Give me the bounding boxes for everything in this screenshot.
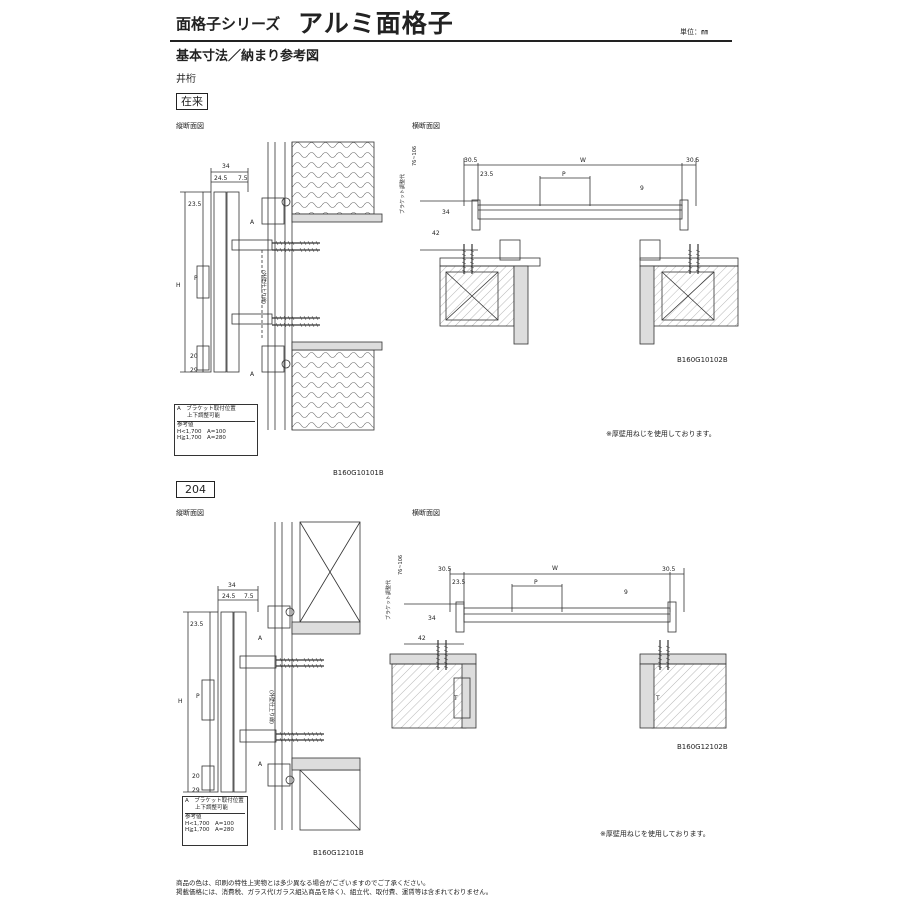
table-row: 参考値 — [185, 813, 245, 821]
dim-label: 9 — [640, 185, 644, 192]
bracket-adjust-label: ブラケット調整代 — [399, 174, 406, 214]
dim-label: A — [250, 219, 255, 226]
table-row: 参考値 — [177, 421, 255, 429]
dim-label: 30.5 — [662, 566, 676, 573]
table-row: H<1,700 A=100 — [177, 428, 226, 435]
vertical-section-drawing — [183, 521, 361, 831]
dim-label: P — [534, 579, 538, 586]
table-row: H≧1,700 A=280 — [177, 435, 226, 441]
dim-label: P — [562, 171, 566, 178]
footer-price-note: 掲載価格には、消費税、ガラス代(ガラス組込商品を除く)、組立代、取付費、運賃等は… — [176, 888, 493, 896]
vertical-section-drawing — [180, 141, 383, 431]
dim-label: H — [176, 282, 181, 289]
dim-label: 34 — [428, 615, 436, 622]
dim-label: 34 — [442, 209, 450, 216]
dim-label: 7.5 — [244, 593, 254, 600]
dim-label: T — [655, 695, 660, 702]
dim-label: 42 — [418, 635, 426, 642]
drawing-code: B160G10101B — [333, 469, 384, 477]
wall-finish-label: (外壁仕上り線) — [260, 270, 267, 304]
horizontal-section-drawing — [389, 568, 727, 729]
horizontal-section-drawing — [420, 158, 739, 345]
unit-note: 単位：㎜ — [680, 28, 708, 36]
wall-finish-label: (外壁仕上り線) — [268, 690, 275, 724]
dim-label: A — [250, 371, 255, 378]
table-row: A ブラケット取付位置 — [177, 406, 236, 412]
table-row: A ブラケット取付位置 — [185, 798, 244, 804]
title-rule — [170, 40, 732, 42]
dim-label: 23.5 — [188, 201, 202, 208]
method-label-zairai: 在来 — [176, 93, 208, 110]
table-row: H≧1,700 A=280 — [185, 827, 234, 833]
footer-color-note: 商品の色は、印刷の特性上実物とは多少異なる場合がございますのでご了承ください。 — [176, 879, 430, 887]
dim-label: 24.5 — [222, 593, 236, 600]
dim-label: 9 — [624, 589, 628, 596]
table-row: 上下調整可能 — [195, 804, 229, 811]
drawing-code: B160G12101B — [313, 849, 364, 857]
dim-label: 30.5 — [438, 566, 452, 573]
dim-label: P — [196, 693, 200, 700]
dim-label: H — [178, 698, 183, 705]
dim-label: 23.5 — [480, 171, 494, 178]
wall-range-label: 76~106 — [398, 555, 404, 575]
dim-label: 30.5 — [464, 157, 478, 164]
dim-label: W — [552, 565, 558, 572]
product-name: アルミ面格子 — [298, 9, 454, 38]
dim-label: A — [258, 635, 263, 642]
table-row: H<1,700 A=100 — [185, 820, 234, 827]
dim-label: T — [453, 695, 458, 702]
note-thick-wall-screw: ※厚壁用ねじを使用しております。 — [606, 430, 716, 438]
vertical-view-label: 縦断面図 — [176, 509, 204, 517]
dim-label: 29 — [192, 787, 200, 794]
dim-label: P — [194, 275, 198, 282]
bracket-position-table: A ブラケット取付位置 上下調整可能 参考値 H<1,700 A=100 H≧1… — [174, 404, 258, 456]
dim-label: 20 — [192, 773, 200, 780]
drawing-code: B160G10102B — [677, 356, 728, 364]
horizontal-view-label: 横断面図 — [412, 122, 440, 130]
dim-label: 24.5 — [214, 175, 228, 182]
vertical-view-label: 縦断面図 — [176, 122, 204, 130]
dim-label: W — [580, 157, 586, 164]
dim-label: 7.5 — [238, 175, 248, 182]
dim-label: 42 — [432, 230, 440, 237]
series-prefix: 面格子シリーズ — [176, 15, 281, 33]
bracket-position-table: A ブラケット取付位置 上下調整可能 参考値 H<1,700 A=100 H≧1… — [182, 796, 248, 846]
method-label-204: 204 — [176, 481, 215, 498]
dim-label: 23.5 — [452, 579, 466, 586]
dim-label: 30.5 — [686, 157, 700, 164]
dim-label: 34 — [222, 163, 230, 170]
note-thick-wall-screw: ※厚壁用ねじを使用しております。 — [600, 830, 710, 838]
dim-label: A — [258, 761, 263, 768]
dim-label: 34 — [228, 582, 236, 589]
dim-label: 29 — [190, 367, 198, 374]
wall-range-label: 76~106 — [412, 146, 418, 166]
structure-type-label: 井桁 — [176, 74, 196, 85]
table-row: 上下調整可能 — [187, 412, 221, 419]
drawing-code: B160G12102B — [677, 743, 728, 751]
dim-label: 23.5 — [190, 621, 204, 628]
bracket-adjust-label: ブラケット調整代 — [385, 580, 392, 620]
dim-label: 20 — [190, 353, 198, 360]
section-heading: 基本寸法／納まり参考図 — [176, 49, 320, 64]
horizontal-view-label: 横断面図 — [412, 509, 440, 517]
